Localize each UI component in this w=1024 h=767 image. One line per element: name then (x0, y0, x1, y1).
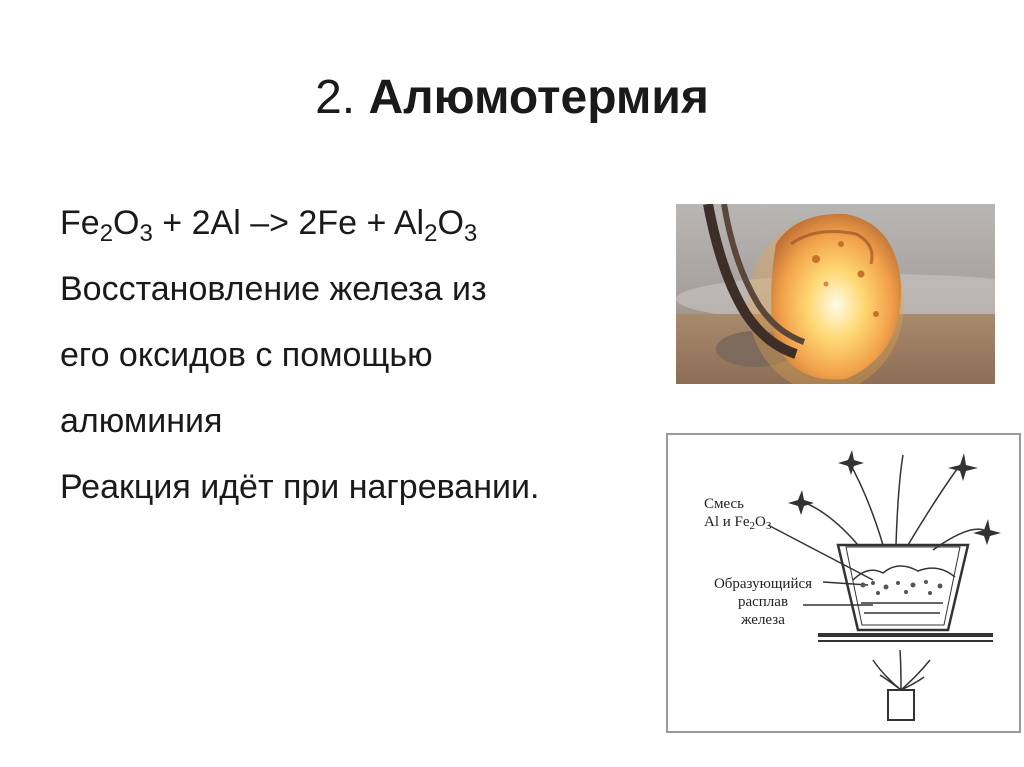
thermite-photo (676, 204, 995, 384)
body-line-3: алюминия (60, 402, 223, 440)
body-line-1: Восстановление железа из (60, 270, 487, 308)
slide-title: 2. Алюмотермия (0, 68, 1024, 128)
body-line-2: его оксидов с помощью (60, 336, 433, 374)
body-line-4: Реакция идёт при нагревании. (60, 468, 540, 506)
reaction-equation: Fe2O3 + 2Al –> 2Fe + Al2O3 (60, 204, 478, 247)
title-number: 2. (315, 71, 356, 124)
slide-body: Fe2O3 + 2Al –> 2Fe + Al2O3 Восстановлени… (60, 190, 660, 520)
thermite-diagram: Смесь Al и Fe2O3 Образующийся расплав же… (666, 433, 1021, 733)
title-text: Алюмотермия (368, 71, 709, 124)
label-mixture: Смесь Al и Fe2O3 (704, 496, 772, 532)
label-melt: Образующийся расплав железа (713, 576, 813, 628)
